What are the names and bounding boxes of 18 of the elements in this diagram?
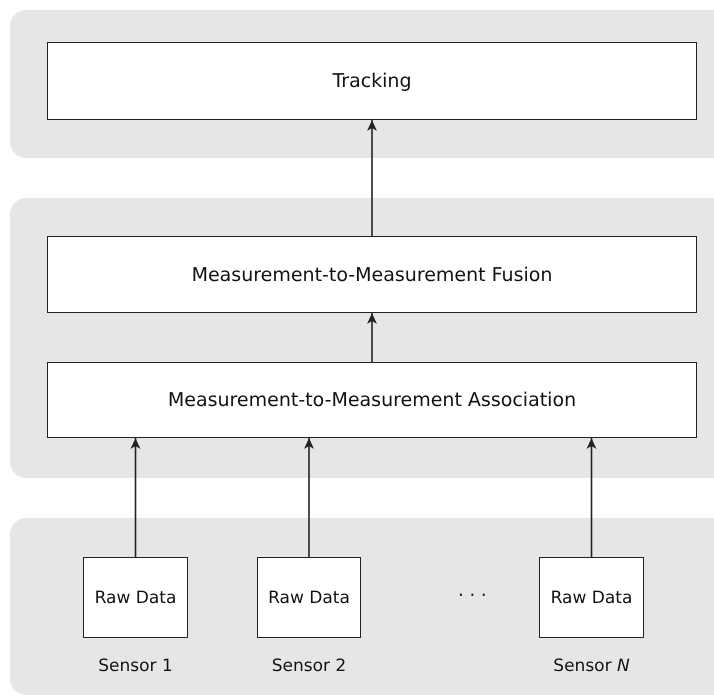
band-panel bbox=[10, 518, 714, 695]
process-box: Tracking bbox=[47, 42, 697, 120]
band-panel bbox=[10, 198, 714, 478]
sensor-label: Sensor N bbox=[553, 656, 630, 676]
arrow bbox=[586, 438, 596, 557]
sensor-label: Sensor 2 bbox=[272, 656, 346, 676]
arrow bbox=[304, 438, 314, 557]
process-box: Measurement-to-Measurement Association bbox=[47, 362, 697, 438]
process-box: Measurement-to-Measurement Fusion bbox=[47, 236, 697, 313]
process-box: Raw Data bbox=[83, 557, 188, 638]
process-box: Raw Data bbox=[539, 557, 644, 638]
process-box: Raw Data bbox=[257, 557, 361, 638]
arrow bbox=[367, 120, 377, 236]
band-panel bbox=[10, 10, 714, 158]
arrow bbox=[130, 438, 140, 557]
ellipsis-text: · · · bbox=[458, 585, 487, 606]
sensor-label: Sensor 1 bbox=[98, 656, 173, 676]
arrow bbox=[367, 313, 377, 362]
